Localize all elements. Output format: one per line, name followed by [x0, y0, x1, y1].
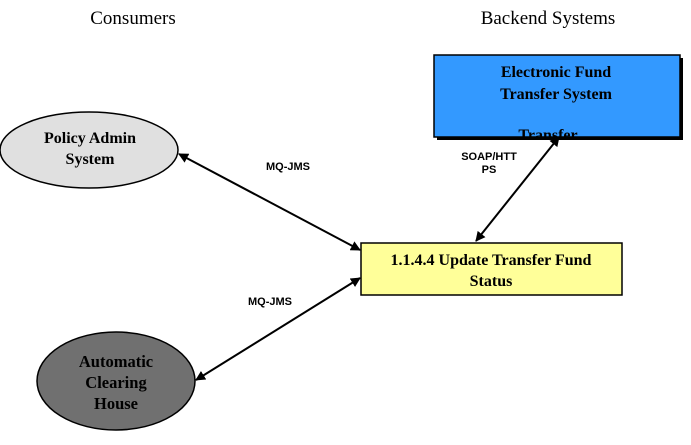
ach-ellipse: [36, 331, 196, 431]
eft-system-clipped-text: Transfer: [518, 127, 577, 144]
edge-label-soap-https-line-1: SOAP/HTT: [461, 151, 517, 163]
update-status-label-line-2: Status: [470, 273, 513, 290]
consumers-heading: Consumers: [90, 8, 176, 29]
update-status-label-line-1: 1.1.4.4 Update Transfer Fund: [391, 252, 592, 269]
policy-admin-ellipse: [0, 111, 179, 189]
policy-admin-node: Policy Admin System: [0, 111, 179, 189]
ach-label-line-3: House: [94, 394, 138, 413]
eft-system-label-line-2: Transfer System: [500, 86, 613, 103]
update-status-node: 1.1.4.4 Update Transfer Fund Status: [360, 242, 623, 296]
eft-system-node: Electronic Fund Transfer System Transfer: [433, 54, 683, 144]
backend-systems-heading: Backend Systems: [481, 8, 616, 29]
edge-label-soap-https-line-2: PS: [482, 164, 497, 176]
eft-system-label-line-1: Electronic Fund: [501, 64, 611, 81]
edge-label-policy-admin-mq-jms: MQ-JMS: [266, 161, 310, 173]
update-status-box: [360, 242, 623, 296]
ach-label-line-2: Clearing: [85, 373, 147, 392]
edge-policy-admin-to-update-status: [178, 153, 361, 251]
policy-admin-label-line-1: Policy Admin: [44, 130, 136, 147]
policy-admin-label-line-2: System: [66, 151, 116, 168]
edge-label-ach-mq-jms: MQ-JMS: [248, 296, 292, 308]
edge-eft-to-update-status: [475, 136, 560, 242]
eft-system-box: [433, 54, 681, 138]
ach-node: Automatic Clearing House: [36, 331, 196, 431]
ach-label-line-1: Automatic: [79, 352, 153, 371]
edge-ach-to-update-status: [195, 277, 361, 381]
